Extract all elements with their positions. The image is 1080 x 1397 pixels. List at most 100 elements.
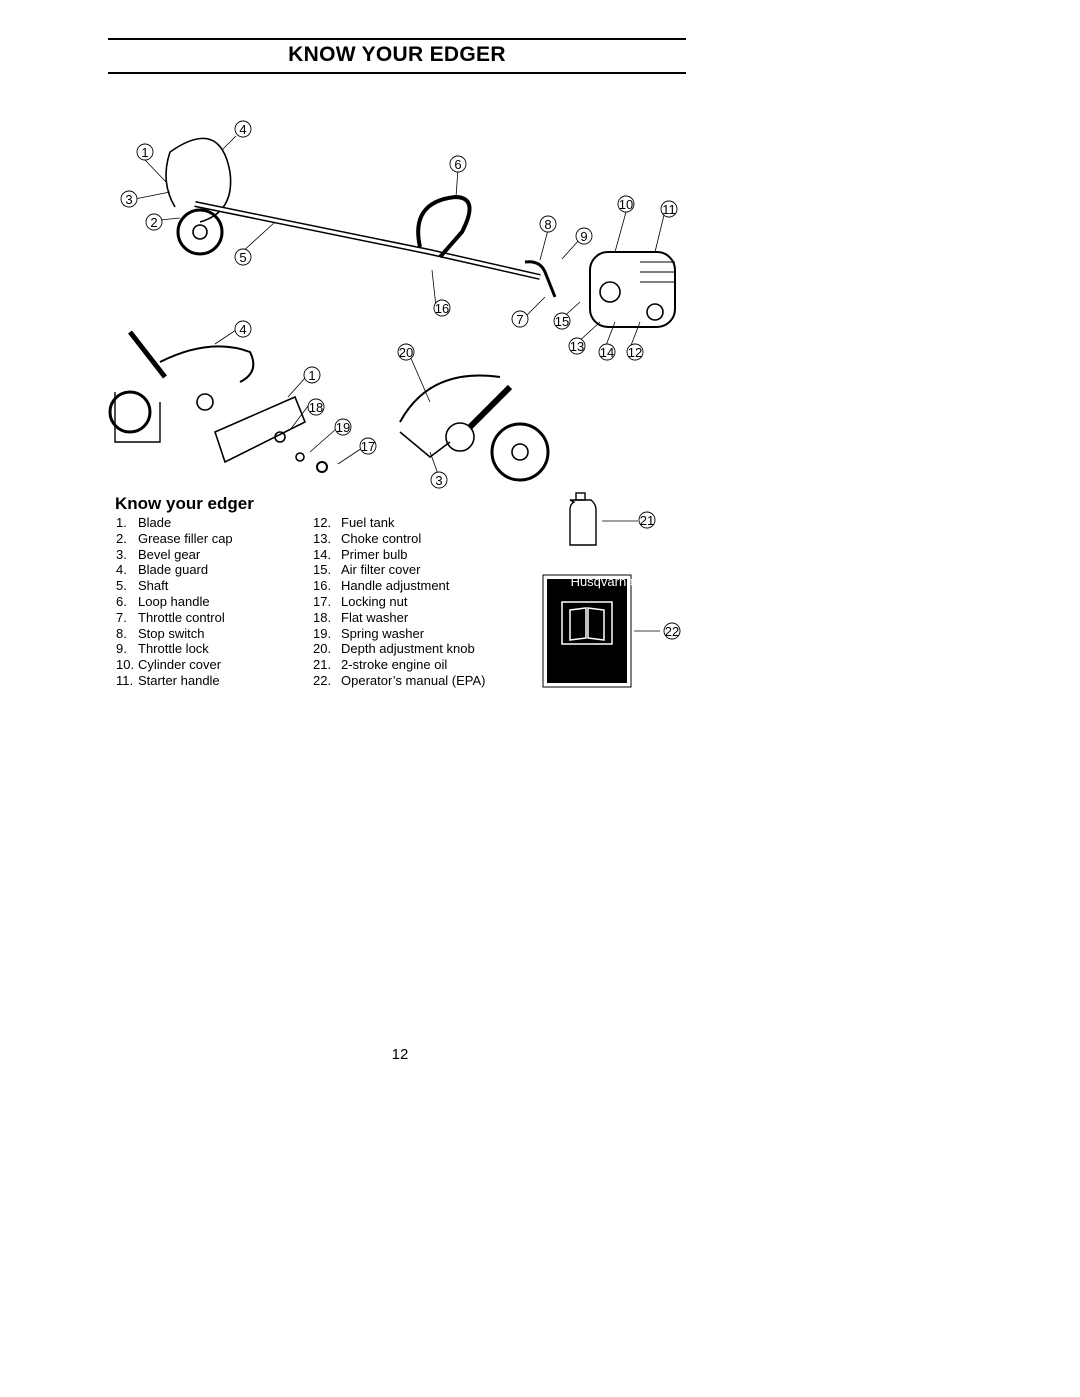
part-number: 19. bbox=[313, 625, 332, 641]
part-list-item: 15. Air filter cover bbox=[313, 562, 486, 578]
callout-15: 15 bbox=[555, 314, 569, 329]
callout-9: 9 bbox=[580, 229, 587, 244]
part-label: Choke control bbox=[341, 530, 422, 546]
part-label: Flat washer bbox=[341, 609, 409, 625]
page-number: 12 bbox=[391, 1046, 409, 1063]
callout-2: 2 bbox=[150, 215, 157, 230]
part-list-item: 16. Handle adjustment bbox=[313, 578, 486, 594]
part-label: Operator’s manual (EPA) bbox=[341, 672, 486, 688]
callout-1b: 1 bbox=[308, 368, 315, 383]
part-label: Blade guard bbox=[138, 562, 209, 578]
callout-12: 12 bbox=[628, 345, 642, 360]
part-number: 1. bbox=[116, 515, 127, 530]
callout-4b: 4 bbox=[239, 322, 246, 337]
part-list-item: 19. Spring washer bbox=[313, 626, 486, 642]
part-number: 4. bbox=[116, 562, 127, 578]
callout-18: 18 bbox=[309, 400, 323, 415]
part-label: Depth adjustment knob bbox=[341, 641, 475, 657]
part-number: 10. bbox=[116, 657, 135, 673]
parts-list-right: 12. Fuel tank 13. Choke control 14. Primer bu… bbox=[313, 515, 486, 689]
part-list-item: 2. Grease filler cap bbox=[116, 531, 233, 547]
part-list-item: 10.Cylinder cover bbox=[116, 657, 233, 673]
part-number: 9. bbox=[116, 641, 127, 657]
operators-manual-icon: Husqvarna bbox=[542, 574, 635, 688]
callout-5: 5 bbox=[239, 250, 246, 265]
part-number: 13. bbox=[313, 530, 332, 546]
part-label: Handle adjustment bbox=[341, 578, 450, 594]
part-list-item: 6. Loop handle bbox=[116, 594, 233, 610]
part-label: Stop switch bbox=[138, 625, 205, 641]
part-list-item: 4. Blade guard bbox=[116, 562, 233, 578]
callout-1: 1 bbox=[141, 145, 148, 160]
callout-3: 3 bbox=[125, 192, 132, 207]
callout-21: 21 bbox=[640, 513, 654, 528]
part-label: Blade bbox=[138, 515, 172, 530]
part-number: 12. bbox=[313, 515, 332, 530]
wheel-shape bbox=[176, 208, 224, 256]
part-list-item: 5. Shaft bbox=[116, 578, 233, 594]
callout-13: 13 bbox=[570, 339, 584, 354]
part-label: Spring washer bbox=[341, 625, 425, 641]
callout-20: 20 bbox=[399, 345, 413, 360]
part-number: 20. bbox=[313, 641, 332, 657]
part-label: Primer bulb bbox=[341, 546, 408, 562]
part-label: Starter handle bbox=[138, 672, 220, 688]
part-label: Throttle control bbox=[138, 609, 225, 625]
callout-3b: 3 bbox=[435, 473, 442, 488]
manual-brand: Husqvarna bbox=[571, 574, 635, 589]
part-label: Grease filler cap bbox=[138, 530, 233, 546]
loop-handle-shape bbox=[416, 194, 472, 259]
part-list-item: 17.Locking nut bbox=[313, 594, 486, 610]
part-number: 5. bbox=[116, 578, 127, 594]
part-label: Shaft bbox=[138, 578, 169, 594]
part-list-item: 1. Blade bbox=[116, 515, 233, 531]
part-list-item: 14. Primer bulb bbox=[313, 547, 486, 563]
callout-14: 14 bbox=[600, 345, 614, 360]
part-label: Locking nut bbox=[341, 593, 408, 609]
callout-22: 22 bbox=[665, 624, 679, 639]
part-label: Cylinder cover bbox=[138, 657, 222, 673]
callout-10: 10 bbox=[619, 197, 633, 212]
part-label: 2-stroke engine oil bbox=[341, 657, 448, 673]
part-list-item: 13. Choke control bbox=[313, 531, 486, 547]
part-number: 18. bbox=[313, 609, 332, 625]
part-number: 2. bbox=[116, 530, 127, 546]
edger-diagram: 1 4 3 2 5 6 8 9 10 11 16 7 15 13 14 12 2… bbox=[100, 112, 690, 492]
callout-7: 7 bbox=[516, 312, 523, 327]
part-number: 21. bbox=[313, 657, 332, 673]
part-list-item: 12. Fuel tank bbox=[313, 515, 486, 531]
page-title: KNOW YOUR EDGER bbox=[288, 43, 506, 66]
part-list-item: 22. Operator’s manual (EPA) bbox=[313, 673, 486, 689]
part-number: 6. bbox=[116, 593, 127, 609]
part-number: 14. bbox=[313, 546, 332, 562]
part-label: Bevel gear bbox=[138, 546, 201, 562]
callout-17: 17 bbox=[361, 439, 375, 454]
oil-bottle-icon bbox=[569, 492, 597, 546]
header-rule-bottom bbox=[108, 72, 686, 74]
accessories-figure: 21 Husqvarna 22 bbox=[540, 490, 690, 690]
part-label: Loop handle bbox=[138, 593, 210, 609]
callout-19: 19 bbox=[336, 420, 350, 435]
section-heading: Know your edger bbox=[115, 494, 254, 513]
callout-16: 16 bbox=[435, 301, 449, 316]
part-number: 16. bbox=[313, 578, 332, 594]
part-number: 15. bbox=[313, 562, 332, 578]
part-list-item: 9. Throttle lock bbox=[116, 641, 233, 657]
part-number: 22. bbox=[313, 672, 332, 688]
callout-6: 6 bbox=[454, 157, 461, 172]
part-number: 7. bbox=[116, 609, 127, 625]
part-list-item: 20. Depth adjustment knob bbox=[313, 641, 486, 657]
part-list-item: 21. 2-stroke engine oil bbox=[313, 657, 486, 673]
part-number: 3. bbox=[116, 546, 127, 562]
engine-shape bbox=[589, 251, 676, 328]
part-list-item: 11.Starter handle bbox=[116, 673, 233, 689]
part-number: 11. bbox=[116, 672, 134, 688]
callout-8: 8 bbox=[544, 217, 551, 232]
blade-guard-shape bbox=[169, 137, 232, 223]
header-rule-top bbox=[108, 38, 686, 40]
part-label: Air filter cover bbox=[341, 562, 421, 578]
part-label: Fuel tank bbox=[341, 515, 395, 530]
part-label: Throttle lock bbox=[138, 641, 209, 657]
part-list-item: 3. Bevel gear bbox=[116, 547, 233, 563]
